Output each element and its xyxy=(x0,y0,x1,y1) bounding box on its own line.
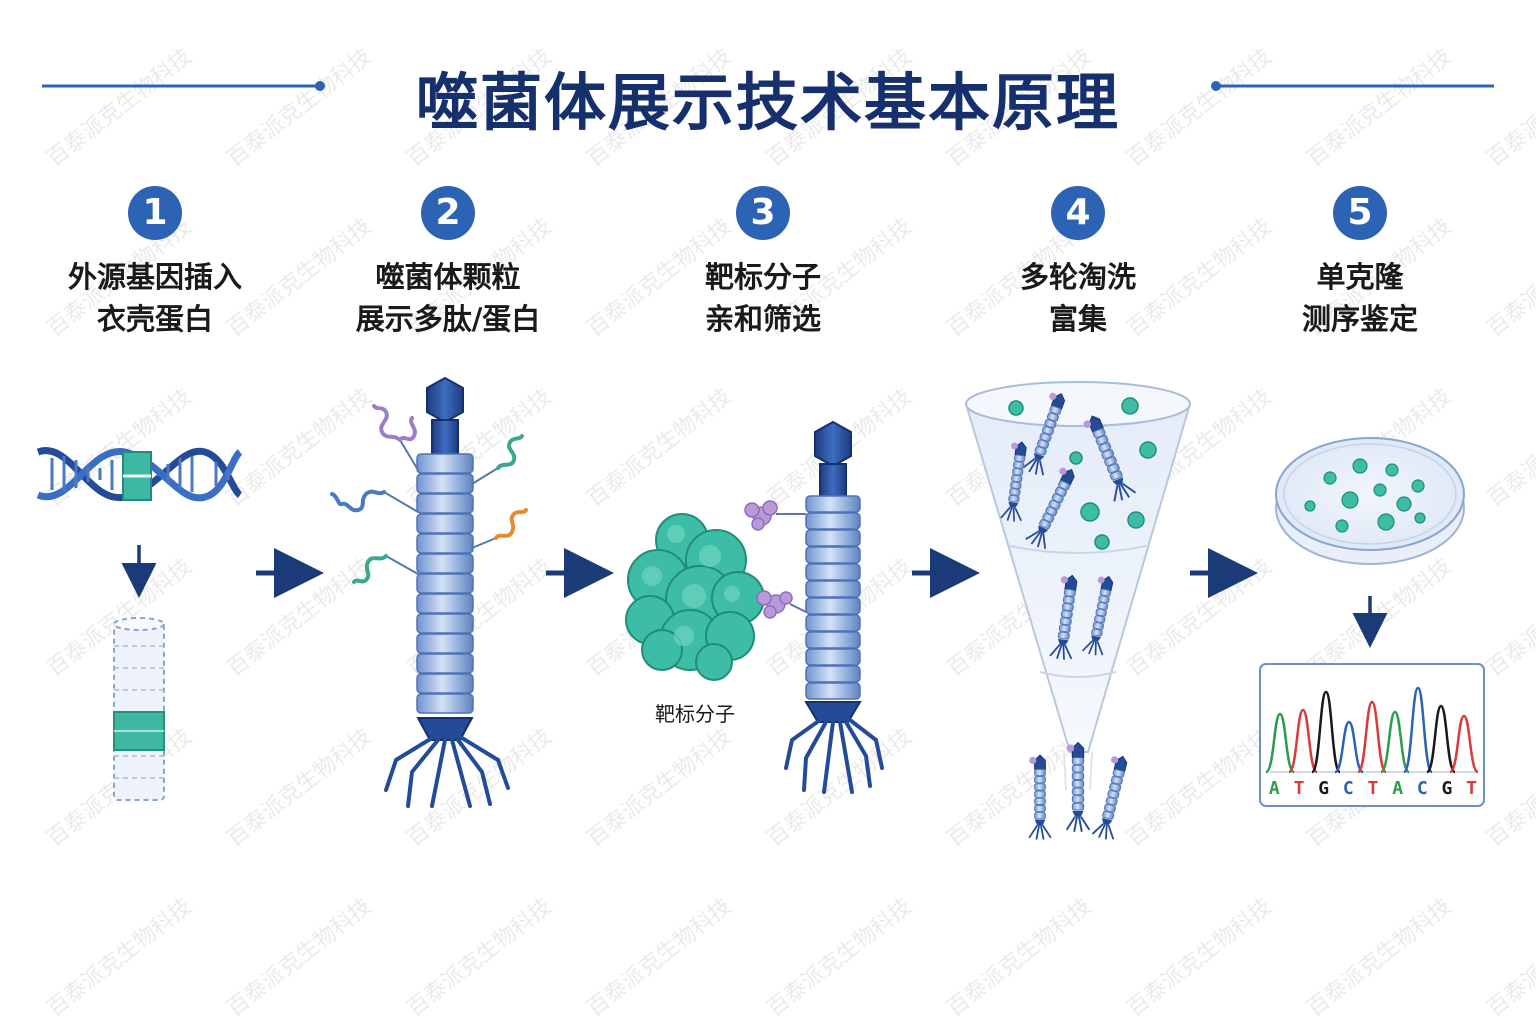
step-2-number: 2 xyxy=(421,186,475,240)
tail-segment xyxy=(805,614,861,632)
tail-segment xyxy=(805,631,861,649)
dna-helix-icon xyxy=(36,447,243,502)
tail-segment xyxy=(416,513,474,534)
step-4-label-line1: 多轮淘洗 xyxy=(1019,260,1136,294)
sequencing-chromatogram xyxy=(1259,663,1485,807)
peak-A xyxy=(1379,710,1411,774)
sequence-base: G xyxy=(1441,778,1453,799)
title-left-dot xyxy=(315,81,325,91)
step-4-label-line2: 富集 xyxy=(1048,302,1107,336)
step-1-label-line1: 外源基因插入 xyxy=(67,260,242,294)
small-phage-icon xyxy=(1049,574,1078,660)
chromatogram-peaks xyxy=(1264,686,1480,774)
step-3-header: 3 靶标分子亲和筛选 xyxy=(633,186,893,340)
bound-phage-tail-segments xyxy=(805,495,861,700)
sequence-base: T xyxy=(1293,778,1305,799)
funnel-phages xyxy=(1000,392,1137,840)
small-phage-icon xyxy=(1028,754,1052,840)
tail-segment xyxy=(805,682,861,700)
tail-segment xyxy=(805,563,861,581)
step-5-header: 5 单克隆测序鉴定 xyxy=(1230,186,1490,340)
step-3-number: 3 xyxy=(736,186,790,240)
tail-segment xyxy=(416,473,474,494)
tail-segment xyxy=(805,495,861,513)
displayed-peptides xyxy=(330,404,528,584)
tail-segment xyxy=(416,453,474,474)
small-phage-icon xyxy=(1091,755,1128,840)
funnel-targets xyxy=(1008,397,1157,550)
step-3-label-line2: 亲和筛选 xyxy=(704,302,821,336)
peak-C xyxy=(1402,686,1434,774)
tail-segment xyxy=(416,533,474,554)
small-phage-icon xyxy=(1083,415,1137,502)
step-2-header: 2 噬菌体颗粒展示多肽/蛋白 xyxy=(318,186,578,340)
sequence-base: T xyxy=(1466,778,1477,799)
small-phage-icon xyxy=(1000,441,1027,522)
phage-bound xyxy=(744,420,884,794)
peak-T xyxy=(1448,714,1480,774)
step-2-label-line2: 展示多肽/蛋白 xyxy=(355,302,541,336)
tail-segment xyxy=(805,665,861,683)
step-5-number: 5 xyxy=(1333,186,1387,240)
tail-segment xyxy=(416,653,474,674)
sequence-base: C xyxy=(1416,778,1428,799)
tail-segment xyxy=(416,553,474,574)
step-2-label-line1: 噬菌体颗粒 xyxy=(375,260,521,294)
page-title: 噬菌体展示技术基本原理 xyxy=(415,66,1120,139)
tail-segment xyxy=(416,633,474,654)
tail-segment xyxy=(416,613,474,634)
tail-segment xyxy=(416,593,474,614)
bound-peptides xyxy=(744,500,807,619)
sequence-base: G xyxy=(1318,778,1330,799)
small-phage-icon xyxy=(1022,392,1066,476)
peak-C xyxy=(1333,720,1365,774)
tail-segment xyxy=(805,597,861,615)
target-molecule xyxy=(625,513,765,681)
petri-dish xyxy=(1275,437,1465,565)
step-3-label-line1: 靶标分子 xyxy=(704,260,821,294)
tail-segment xyxy=(805,529,861,547)
small-phage-icon xyxy=(1081,575,1114,656)
step-1-number: 1 xyxy=(128,186,182,240)
sequence-base: A xyxy=(1268,778,1280,799)
peak-G xyxy=(1310,690,1342,774)
sequence-base: T xyxy=(1367,778,1379,799)
capsid-cylinder xyxy=(113,617,165,801)
peak-A xyxy=(1264,712,1296,774)
sequence-base: A xyxy=(1392,778,1404,799)
panning-funnel xyxy=(964,381,1192,791)
peak-G xyxy=(1425,704,1457,774)
step-4-number: 4 xyxy=(1051,186,1105,240)
small-phage-icon xyxy=(1065,741,1091,832)
tail-segment xyxy=(416,673,474,694)
step-1-header: 1 外源基因插入衣壳蛋白 xyxy=(25,186,285,340)
tail-segment xyxy=(416,573,474,594)
tail-segment xyxy=(805,648,861,666)
target-molecule-label: 靶标分子 xyxy=(655,702,735,726)
step-1-label-line2: 衣壳蛋白 xyxy=(96,302,213,336)
tail-segment xyxy=(416,493,474,514)
tail-segment xyxy=(805,546,861,564)
step-4-header: 4 多轮淘洗富集 xyxy=(948,186,1208,340)
phage-tail-segments xyxy=(416,453,474,714)
step-5-label-line2: 测序鉴定 xyxy=(1301,302,1418,336)
peak-T xyxy=(1287,708,1319,774)
step-5-label-line1: 单克隆 xyxy=(1316,260,1404,294)
tail-segment xyxy=(805,512,861,530)
tail-segment xyxy=(805,580,861,598)
sequence-base: C xyxy=(1342,778,1354,799)
phage-particle-large xyxy=(330,376,528,808)
title-right-dot xyxy=(1211,81,1221,91)
small-phage-icon xyxy=(1025,467,1075,549)
peak-T xyxy=(1356,700,1388,774)
tail-segment xyxy=(416,693,474,714)
